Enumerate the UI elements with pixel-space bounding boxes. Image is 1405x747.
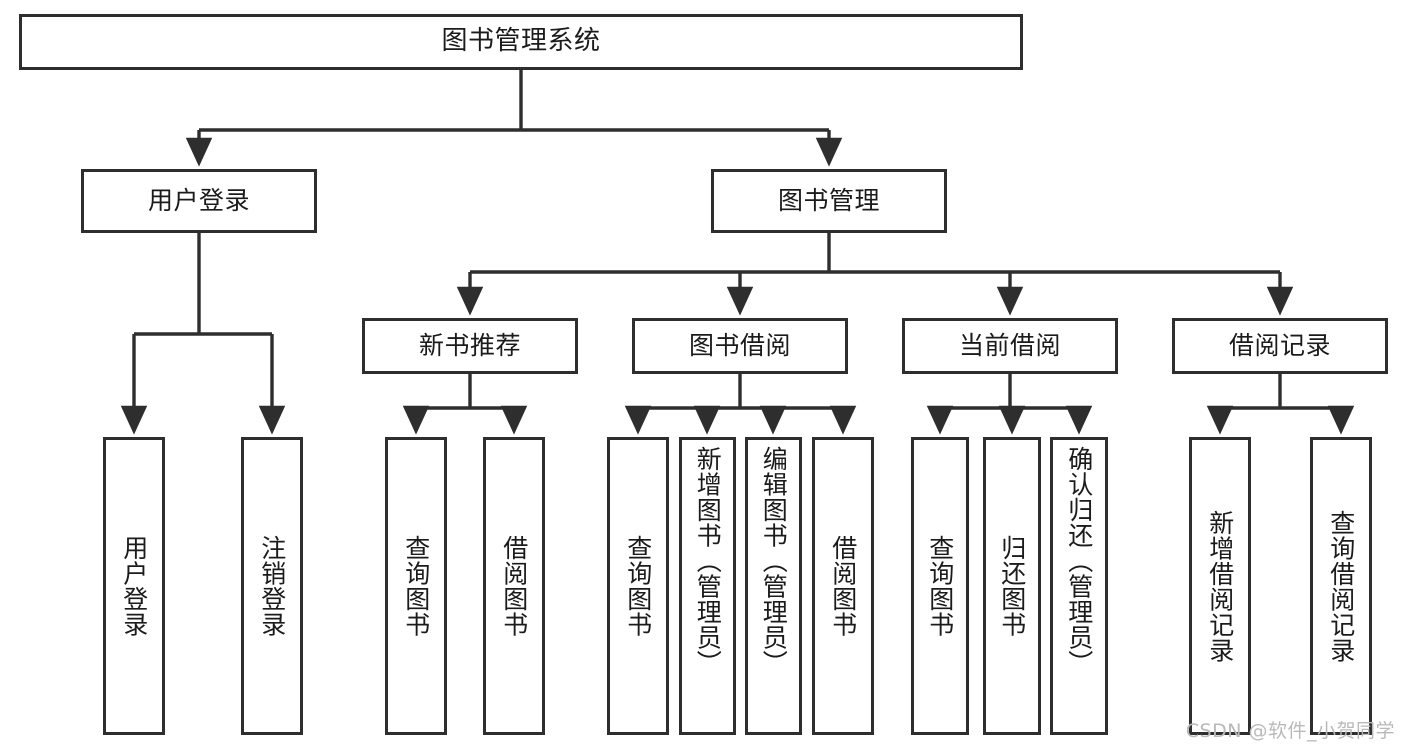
leaf-current-return-book-label: 归还图书 — [997, 535, 1027, 637]
node-borrow-records[interactable]: 借阅记录 — [1172, 318, 1388, 374]
leaf-current-return-book[interactable]: 归还图书 — [983, 437, 1041, 735]
leaf-borrow-query-book-label: 查询图书 — [623, 535, 653, 637]
leaf-current-confirm-return-label: 确认归还（管理员） — [1064, 446, 1094, 676]
leaf-current-confirm-return[interactable]: 确认归还（管理员） — [1050, 437, 1108, 735]
node-book-management-label: 图书管理 — [777, 185, 880, 215]
leaf-borrow-edit-book-label: 编辑图书（管理员） — [759, 446, 789, 676]
leaf-user-login-label: 用户登录 — [119, 535, 149, 637]
leaf-records-add-record-label: 新增借阅记录 — [1205, 509, 1235, 663]
leaf-recommend-query-book-label: 查询图书 — [401, 535, 431, 637]
leaf-borrow-lend-book-label: 借阅图书 — [828, 535, 858, 637]
node-new-book-recommend-label: 新书推荐 — [418, 330, 521, 360]
leaf-user-login[interactable]: 用户登录 — [103, 437, 165, 735]
node-user-login-label: 用户登录 — [147, 185, 250, 215]
leaf-records-query-record[interactable]: 查询借阅记录 — [1310, 437, 1372, 735]
leaf-user-logout-label: 注销登录 — [257, 535, 287, 637]
leaf-current-query-book-label: 查询图书 — [925, 535, 955, 637]
leaf-borrow-add-book[interactable]: 新增图书（管理员） — [679, 437, 736, 735]
leaf-recommend-query-book[interactable]: 查询图书 — [385, 437, 447, 735]
watermark-text: CSDN @软件_小贺同学 — [1185, 720, 1395, 742]
node-current-borrow-label: 当前借阅 — [958, 330, 1061, 360]
leaf-recommend-borrow-book-label: 借阅图书 — [499, 535, 529, 637]
node-root[interactable]: 图书管理系统 — [19, 14, 1023, 70]
leaf-borrow-add-book-label: 新增图书（管理员） — [693, 446, 723, 676]
node-book-borrow-label: 图书借阅 — [688, 330, 791, 360]
leaf-borrow-query-book[interactable]: 查询图书 — [607, 437, 669, 735]
leaf-recommend-borrow-book[interactable]: 借阅图书 — [483, 437, 545, 735]
node-book-borrow[interactable]: 图书借阅 — [632, 318, 848, 374]
node-borrow-records-label: 借阅记录 — [1228, 330, 1331, 360]
node-new-book-recommend[interactable]: 新书推荐 — [362, 318, 578, 374]
node-current-borrow[interactable]: 当前借阅 — [902, 318, 1118, 374]
leaf-records-add-record[interactable]: 新增借阅记录 — [1189, 437, 1251, 735]
node-book-management[interactable]: 图书管理 — [711, 169, 947, 233]
node-user-login[interactable]: 用户登录 — [81, 169, 317, 233]
leaf-current-query-book[interactable]: 查询图书 — [911, 437, 969, 735]
leaf-records-query-record-label: 查询借阅记录 — [1326, 509, 1356, 663]
node-root-label: 图书管理系统 — [441, 26, 601, 57]
leaf-borrow-edit-book[interactable]: 编辑图书（管理员） — [745, 437, 802, 735]
leaf-borrow-lend-book[interactable]: 借阅图书 — [812, 437, 874, 735]
leaf-user-logout[interactable]: 注销登录 — [241, 437, 303, 735]
